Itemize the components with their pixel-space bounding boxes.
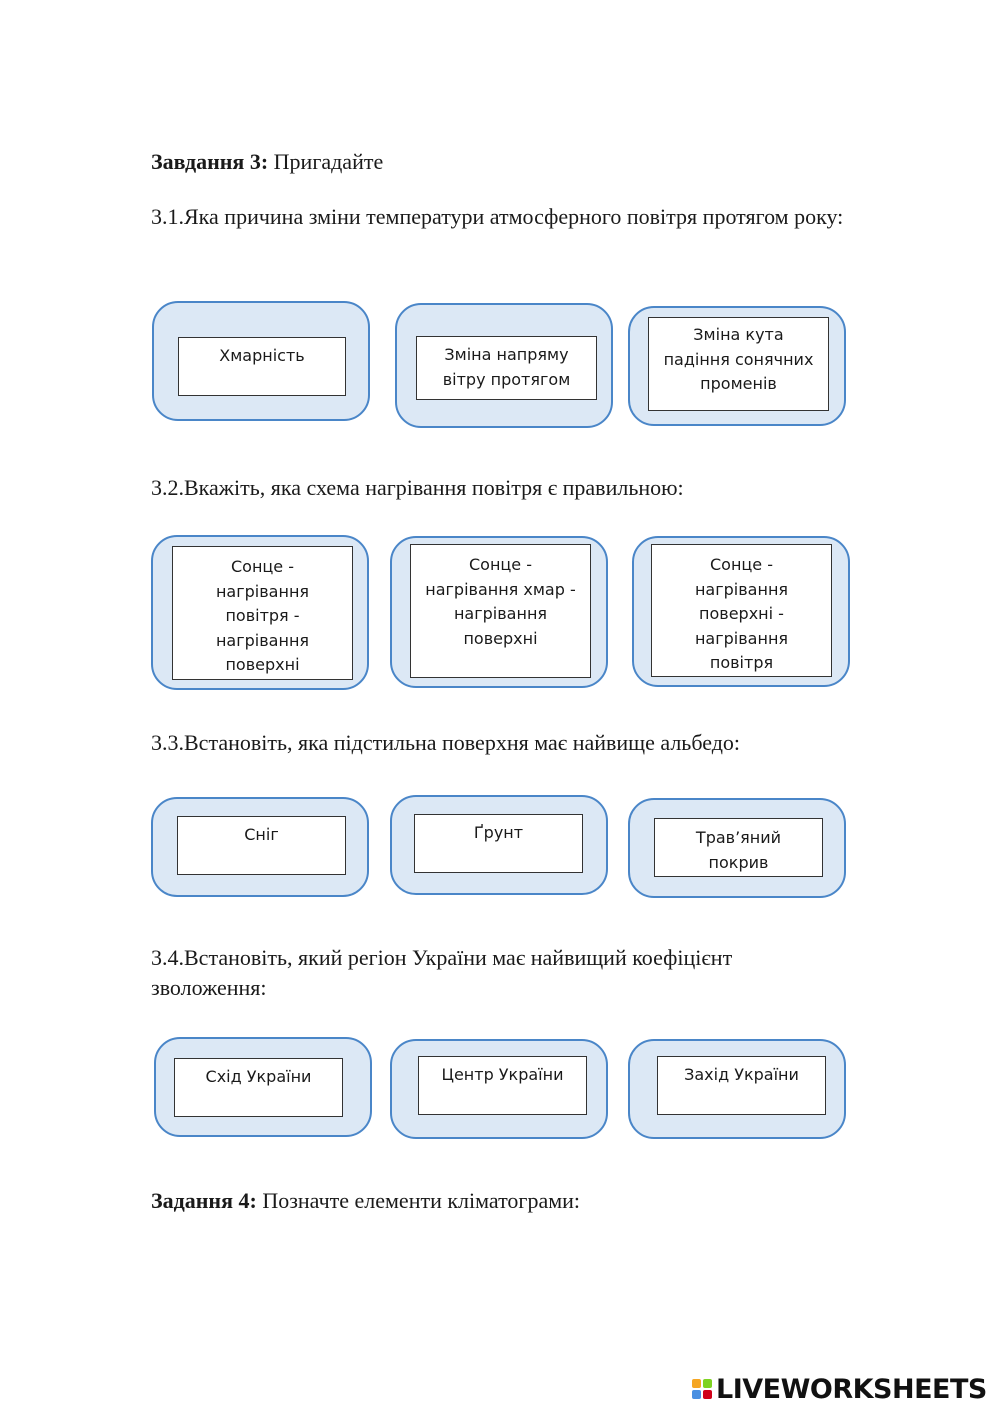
answer-line: Зміна кута: [693, 325, 784, 344]
answer-line: нагрівання: [694, 579, 789, 599]
answer-option-3-2-b[interactable]: Сонце - нагрівання хмар - нагрівання пов…: [410, 544, 591, 678]
answer-option-3-4-a[interactable]: Схід України: [174, 1058, 343, 1117]
logo-square-icon: [703, 1390, 712, 1399]
task4-text: Позначте елементи кліматограми:: [256, 1188, 581, 1213]
task4-heading: Задання 4: Позначте елементи кліматограм…: [151, 1186, 871, 1216]
answer-line: Сонце -: [709, 555, 773, 574]
question-3-4: 3.4.Встановіть, який регіон України має …: [151, 945, 733, 1000]
answer-option-3-2-a[interactable]: Сонце - нагрівання повітря - нагрівання …: [172, 546, 353, 680]
answer-line: променів: [700, 374, 777, 393]
question-3-2: 3.2.Вкажіть, яка схема нагрівання повітр…: [151, 475, 684, 500]
answer-line: покрив: [708, 852, 769, 872]
answer-line: падіння сонячних: [663, 349, 814, 369]
answer-line: повітря -: [225, 606, 300, 625]
answer-option-3-1-b[interactable]: Зміна напряму вітру протягом: [416, 336, 597, 400]
answer-option-3-3-a[interactable]: Сніг: [177, 816, 346, 875]
question-3-1: 3.1.Яка причина зміни температури атмосф…: [151, 204, 844, 229]
task3-heading: Завдання 3: Пригадайте: [151, 147, 871, 177]
answer-line: Трав’яний: [695, 828, 782, 847]
answer-line: Захід України: [684, 1065, 799, 1084]
answer-line: поверхні -: [699, 604, 784, 623]
answer-line: Ґрунт: [473, 823, 524, 842]
answer-line: Сніг: [244, 825, 279, 844]
task3-text: Пригадайте: [268, 149, 384, 174]
question-3-3: 3.3.Встановіть, яка підстильна поверхня …: [151, 730, 741, 755]
answer-line: Зміна напряму: [444, 345, 569, 364]
answer-line: вітру протягом: [442, 369, 571, 389]
answer-option-3-3-c[interactable]: Трав’яний покрив: [654, 818, 823, 877]
answer-line: поверхні: [225, 655, 300, 674]
logo-text: LIVEWORKSHEETS: [716, 1373, 987, 1405]
liveworksheets-mark-icon: [692, 1379, 712, 1399]
answer-line: Схід України: [205, 1067, 312, 1086]
logo-square-icon: [692, 1379, 701, 1388]
answer-line: Сонце -: [230, 557, 294, 576]
task3-label: Завдання 3:: [151, 149, 269, 174]
answer-line: нагрівання: [215, 581, 310, 601]
answer-option-3-4-b[interactable]: Центр України: [418, 1056, 587, 1115]
answer-line: повітря: [709, 653, 774, 672]
logo-square-icon: [692, 1390, 701, 1399]
answer-line: нагрівання: [215, 630, 310, 650]
answer-line: Хмарність: [219, 346, 305, 365]
answer-option-3-4-c[interactable]: Захід України: [657, 1056, 826, 1115]
answer-line: Сонце -: [468, 555, 532, 574]
answer-line: Центр України: [441, 1065, 564, 1084]
answer-line: нагрівання хмар -: [425, 579, 576, 599]
answer-line: нагрівання: [453, 604, 548, 623]
logo-square-icon: [703, 1379, 712, 1388]
answer-line: поверхні: [463, 628, 538, 648]
answer-option-3-1-c[interactable]: Зміна кута падіння сонячних променів: [648, 317, 829, 411]
answer-option-3-3-b[interactable]: Ґрунт: [414, 814, 583, 873]
liveworksheets-logo: LIVEWORKSHEETS: [692, 1373, 987, 1405]
answer-option-3-1-a[interactable]: Хмарність: [178, 337, 346, 396]
answer-option-3-2-c[interactable]: Сонце - нагрівання поверхні - нагрівання…: [651, 544, 832, 677]
task4-label: Задання 4:: [151, 1188, 257, 1213]
answer-line: нагрівання: [694, 628, 789, 648]
